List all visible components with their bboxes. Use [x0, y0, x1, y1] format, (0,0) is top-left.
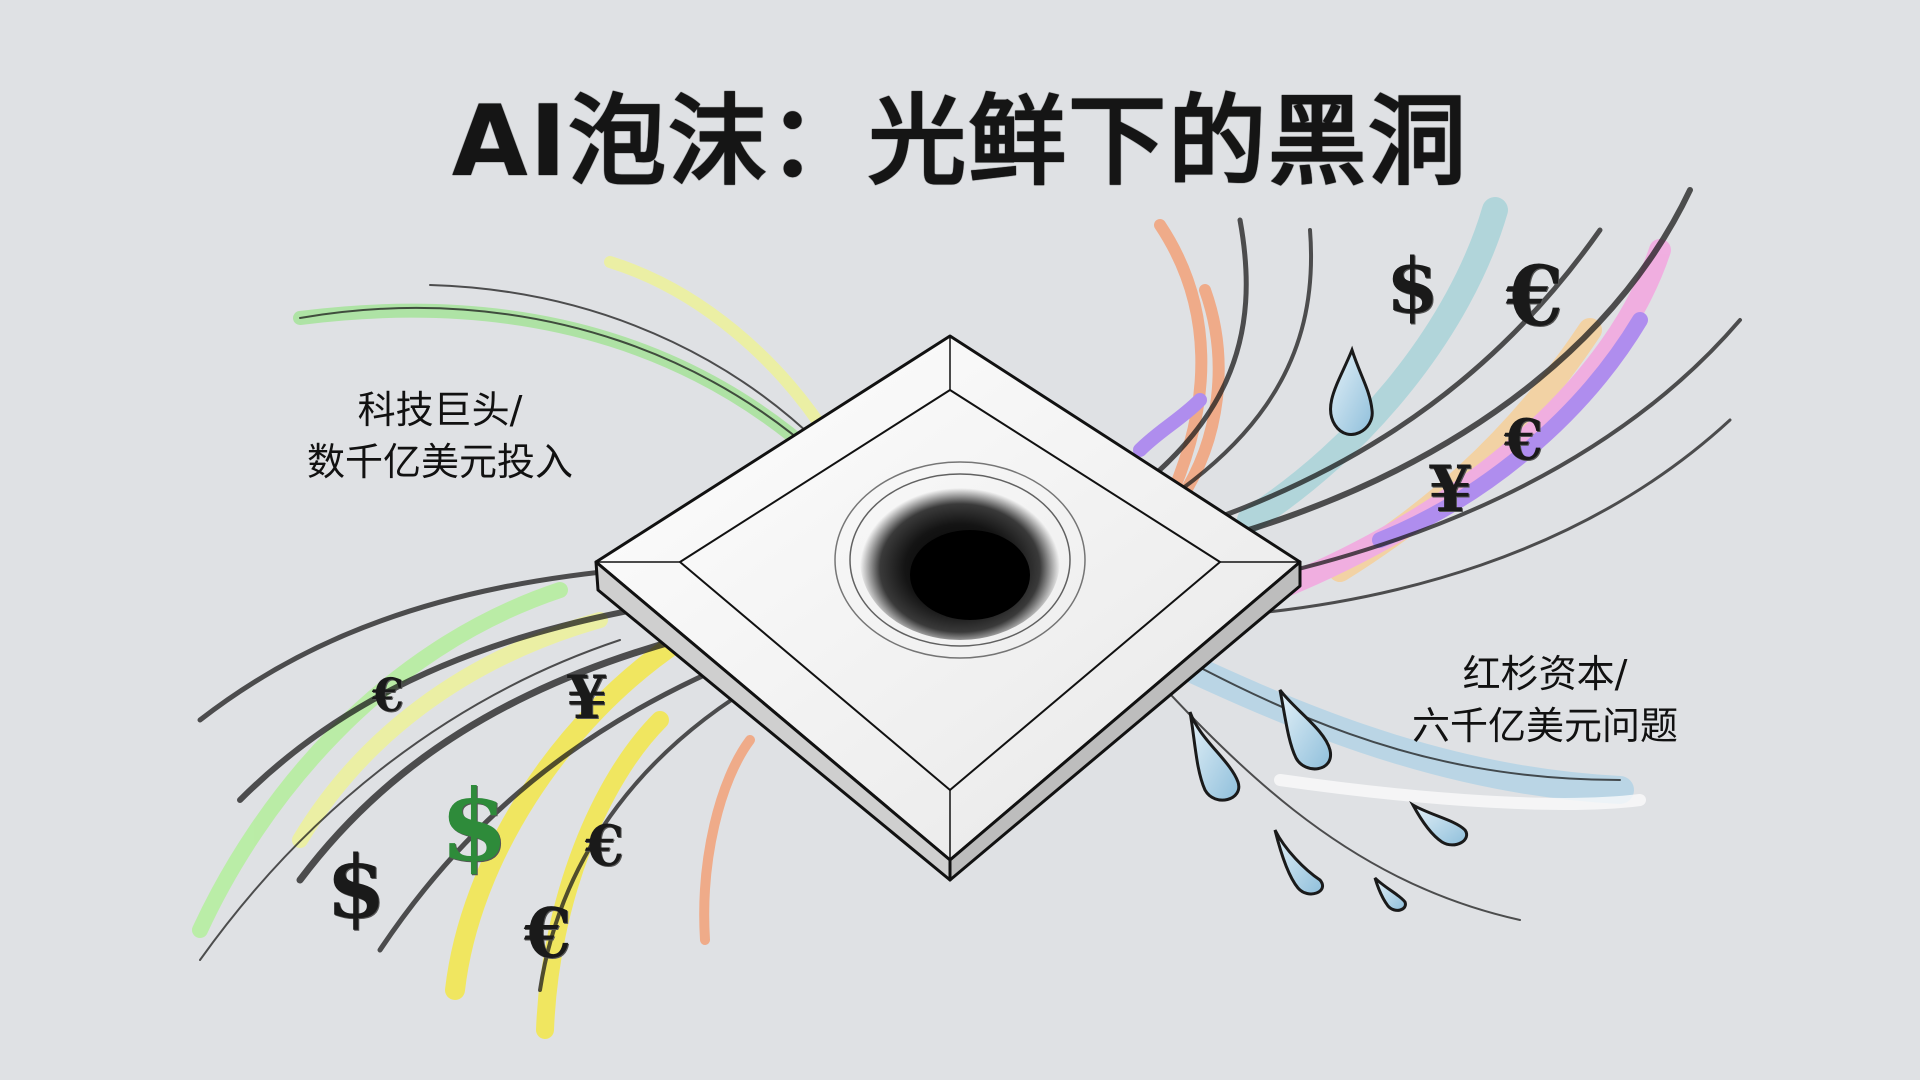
dollar-icon: $	[326, 837, 386, 938]
euro-icon: €	[1504, 407, 1543, 473]
water-drop-icon	[1373, 876, 1407, 912]
tech-giants-label-line2: 数千亿美元投入	[306, 440, 573, 484]
euro-icon: €	[524, 894, 572, 974]
page-title: AI泡沫：光鲜下的黑洞	[451, 85, 1469, 199]
sequoia-label: 红杉资本/ 六千亿美元问题	[1385, 648, 1705, 752]
euro-icon: €	[372, 668, 405, 722]
yen-icon: ¥	[566, 663, 608, 733]
dollar-icon-green: $	[440, 769, 509, 884]
yen-icon: ¥	[1428, 452, 1473, 527]
tech-giants-label: 科技巨头/ 数千亿美元投入	[285, 384, 595, 488]
black-hole	[834, 461, 1086, 659]
euro-icon: €	[585, 813, 624, 879]
euro-icon: €	[1506, 249, 1564, 345]
water-drop-icon	[1273, 829, 1324, 896]
sequoia-label-line2: 六千亿美元问题	[1411, 704, 1678, 748]
dollar-icon: $	[1386, 241, 1439, 330]
sequoia-label-line1: 红杉资本/	[1462, 652, 1628, 696]
tech-giants-label-line1: 科技巨头/	[357, 388, 523, 432]
water-drop-icon	[1188, 711, 1241, 802]
water-drops	[1188, 345, 1469, 912]
water-drop-icon	[1278, 689, 1332, 771]
water-drop-icon	[1329, 345, 1374, 436]
water-drop-icon	[1409, 800, 1469, 847]
right-color-streaks	[1116, 197, 1671, 810]
